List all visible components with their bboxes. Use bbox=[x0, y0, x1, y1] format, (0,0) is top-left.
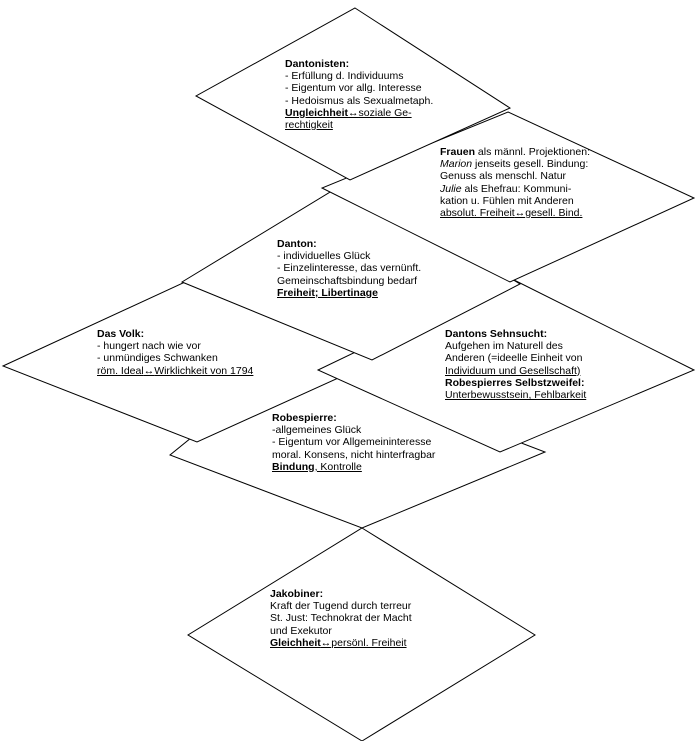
sehnsucht-line3: Individuum und Gesellschaft) bbox=[445, 364, 581, 377]
frauen-line4: kation u. Fühlen mit Anderen bbox=[440, 194, 574, 207]
sehnsucht-box: Dantons Sehnsucht: Aufgehen im Naturell … bbox=[445, 328, 586, 401]
dantonisten-line1: - Erfüllung d. Individuums bbox=[285, 70, 404, 83]
danton-line2: - Einzelinteresse, das vernünft. bbox=[277, 262, 422, 275]
frauen-name-marion: Marion bbox=[440, 158, 473, 171]
jakobiner-key: Gleichheit bbox=[270, 636, 321, 649]
selbstzweifel-line: Unterbewusstsein, Fehlbarkeit bbox=[445, 389, 587, 402]
dantonisten-line3: - Hedoismus als Sexualmetaph. bbox=[285, 94, 434, 107]
robespierre-title: Robespierre: bbox=[272, 412, 337, 424]
jakobiner-line2: St. Just: Technokrat der Macht bbox=[270, 612, 412, 625]
frauen-line2: Genuss als menschl. Natur bbox=[440, 170, 567, 183]
sehnsucht-line1: Aufgehen im Naturell des bbox=[445, 340, 563, 353]
dantonisten-title: Dantonisten: bbox=[285, 58, 350, 70]
volk-arrow: ↔ bbox=[143, 364, 155, 377]
robespierre-box: Robespierre: -allgemeines Glück - Eigent… bbox=[272, 412, 435, 473]
jakobiner-box: Jakobiner: Kraft der Tugend durch terreu… bbox=[270, 588, 412, 649]
jakobiner-rest: persönl. Freiheit bbox=[331, 636, 407, 649]
volk-line1: - hungert nach wie vor bbox=[97, 340, 201, 353]
volk-line3a: röm. Ideal bbox=[97, 364, 144, 377]
frauen-box: Frauen als männl. Projektionen: Marion j… bbox=[440, 146, 590, 219]
sehnsucht-title: Dantons Sehnsucht: bbox=[445, 328, 548, 340]
robespierre-rest: , Kontrolle bbox=[314, 460, 362, 473]
frauen-arrow: ↔ bbox=[514, 207, 526, 220]
frauen-line5a: absolut. Freiheit bbox=[440, 207, 515, 220]
danton-title: Danton: bbox=[277, 238, 317, 250]
volk-line3b: Wirklichkeit von 1794 bbox=[154, 364, 254, 377]
sehnsucht-line2: Anderen (=ideelle Einheit von bbox=[445, 352, 583, 365]
volk-line2: - unmündiges Schwanken bbox=[97, 352, 218, 365]
danton-key: Freiheit; Libertinage bbox=[277, 286, 378, 299]
robespierre-line3: moral. Konsens, nicht hinterfragbar bbox=[272, 448, 436, 461]
jakobiner-arrow: ↔ bbox=[320, 636, 332, 649]
frauen-line5b: gesell. Bind. bbox=[525, 207, 583, 220]
dantonisten-rest1: soziale Ge- bbox=[358, 106, 412, 119]
jakobiner-line1: Kraft der Tugend durch terreur bbox=[270, 600, 412, 613]
robespierre-key: Bindung bbox=[272, 460, 315, 473]
dantonisten-rest2: rechtigkeit bbox=[285, 119, 333, 132]
volk-title: Das Volk: bbox=[97, 328, 145, 340]
danton-line3: Gemeinschaftsbindung bedarf bbox=[277, 274, 418, 287]
danton-box: Danton: - individuelles Glück - Einzelin… bbox=[277, 238, 421, 299]
frauen-title-rest: als männl. Projektionen: bbox=[475, 146, 590, 158]
diamond-dantonisten bbox=[194, 7, 512, 181]
dantonisten-line2: - Eigentum vor allg. Interesse bbox=[285, 82, 422, 95]
diamond-jakobiner bbox=[187, 527, 536, 741]
dantonisten-key: Ungleichheit bbox=[285, 106, 349, 119]
dantonisten-arrow: ↔ bbox=[348, 106, 359, 119]
volk-box: Das Volk: - hungert nach wie vor - unmün… bbox=[97, 328, 253, 377]
jakobiner-title: Jakobiner: bbox=[270, 588, 324, 600]
frauen-line3-rest: als Ehefrau: Kommuni- bbox=[461, 182, 572, 195]
frauen-title: Frauen bbox=[440, 146, 476, 158]
frauen-line1-rest: jenseits gesell. Bindung: bbox=[472, 158, 589, 171]
dantonisten-box: Dantonisten: - Erfüllung d. Individuums … bbox=[285, 58, 433, 131]
danton-line1: - individuelles Glück bbox=[277, 250, 371, 263]
robespierre-line2: - Eigentum vor Allgemeininteresse bbox=[272, 436, 432, 449]
selbstzweifel-title: Robespierres Selbstzweifel: bbox=[445, 376, 585, 389]
robespierre-line1: -allgemeines Glück bbox=[272, 424, 362, 437]
jakobiner-line3: und Exekutor bbox=[270, 624, 332, 637]
frauen-name-julie: Julie bbox=[440, 182, 462, 195]
